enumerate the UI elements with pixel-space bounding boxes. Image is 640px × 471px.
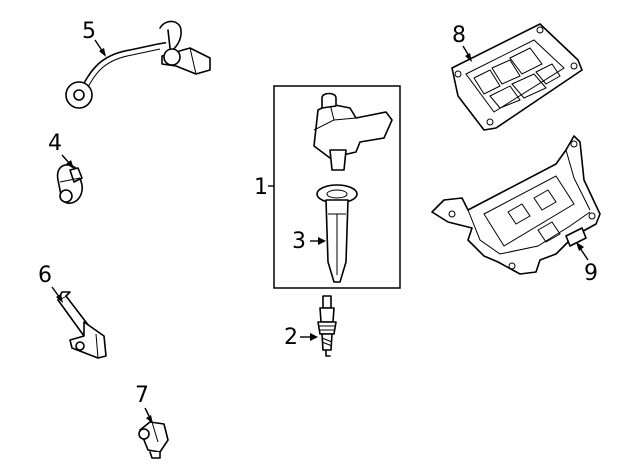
callout-4: 4 bbox=[48, 131, 62, 156]
callout-5: 5 bbox=[82, 19, 96, 44]
part-5-sensor-harness[interactable] bbox=[65, 20, 211, 109]
callout-6: 6 bbox=[38, 263, 52, 288]
callout-1: 1 bbox=[254, 175, 268, 200]
part-4-knock-sensor[interactable] bbox=[56, 164, 83, 204]
callout-3: 3 bbox=[292, 229, 306, 254]
callout-9: 9 bbox=[584, 261, 598, 286]
callout-2: 2 bbox=[284, 325, 298, 350]
part-1-ignition-coil[interactable] bbox=[313, 92, 393, 171]
part-7-camshaft-sensor[interactable] bbox=[138, 421, 169, 459]
part-6-position-sensor[interactable] bbox=[57, 291, 107, 359]
part-1-kit-box bbox=[273, 85, 401, 289]
part-3-coil-boot[interactable] bbox=[316, 184, 358, 283]
part-8-control-module[interactable] bbox=[451, 23, 583, 131]
part-2-spark-plug[interactable] bbox=[317, 295, 337, 357]
part-9-module-bracket[interactable] bbox=[431, 135, 601, 275]
callout-8: 8 bbox=[452, 23, 466, 48]
callout-7: 7 bbox=[135, 383, 149, 408]
